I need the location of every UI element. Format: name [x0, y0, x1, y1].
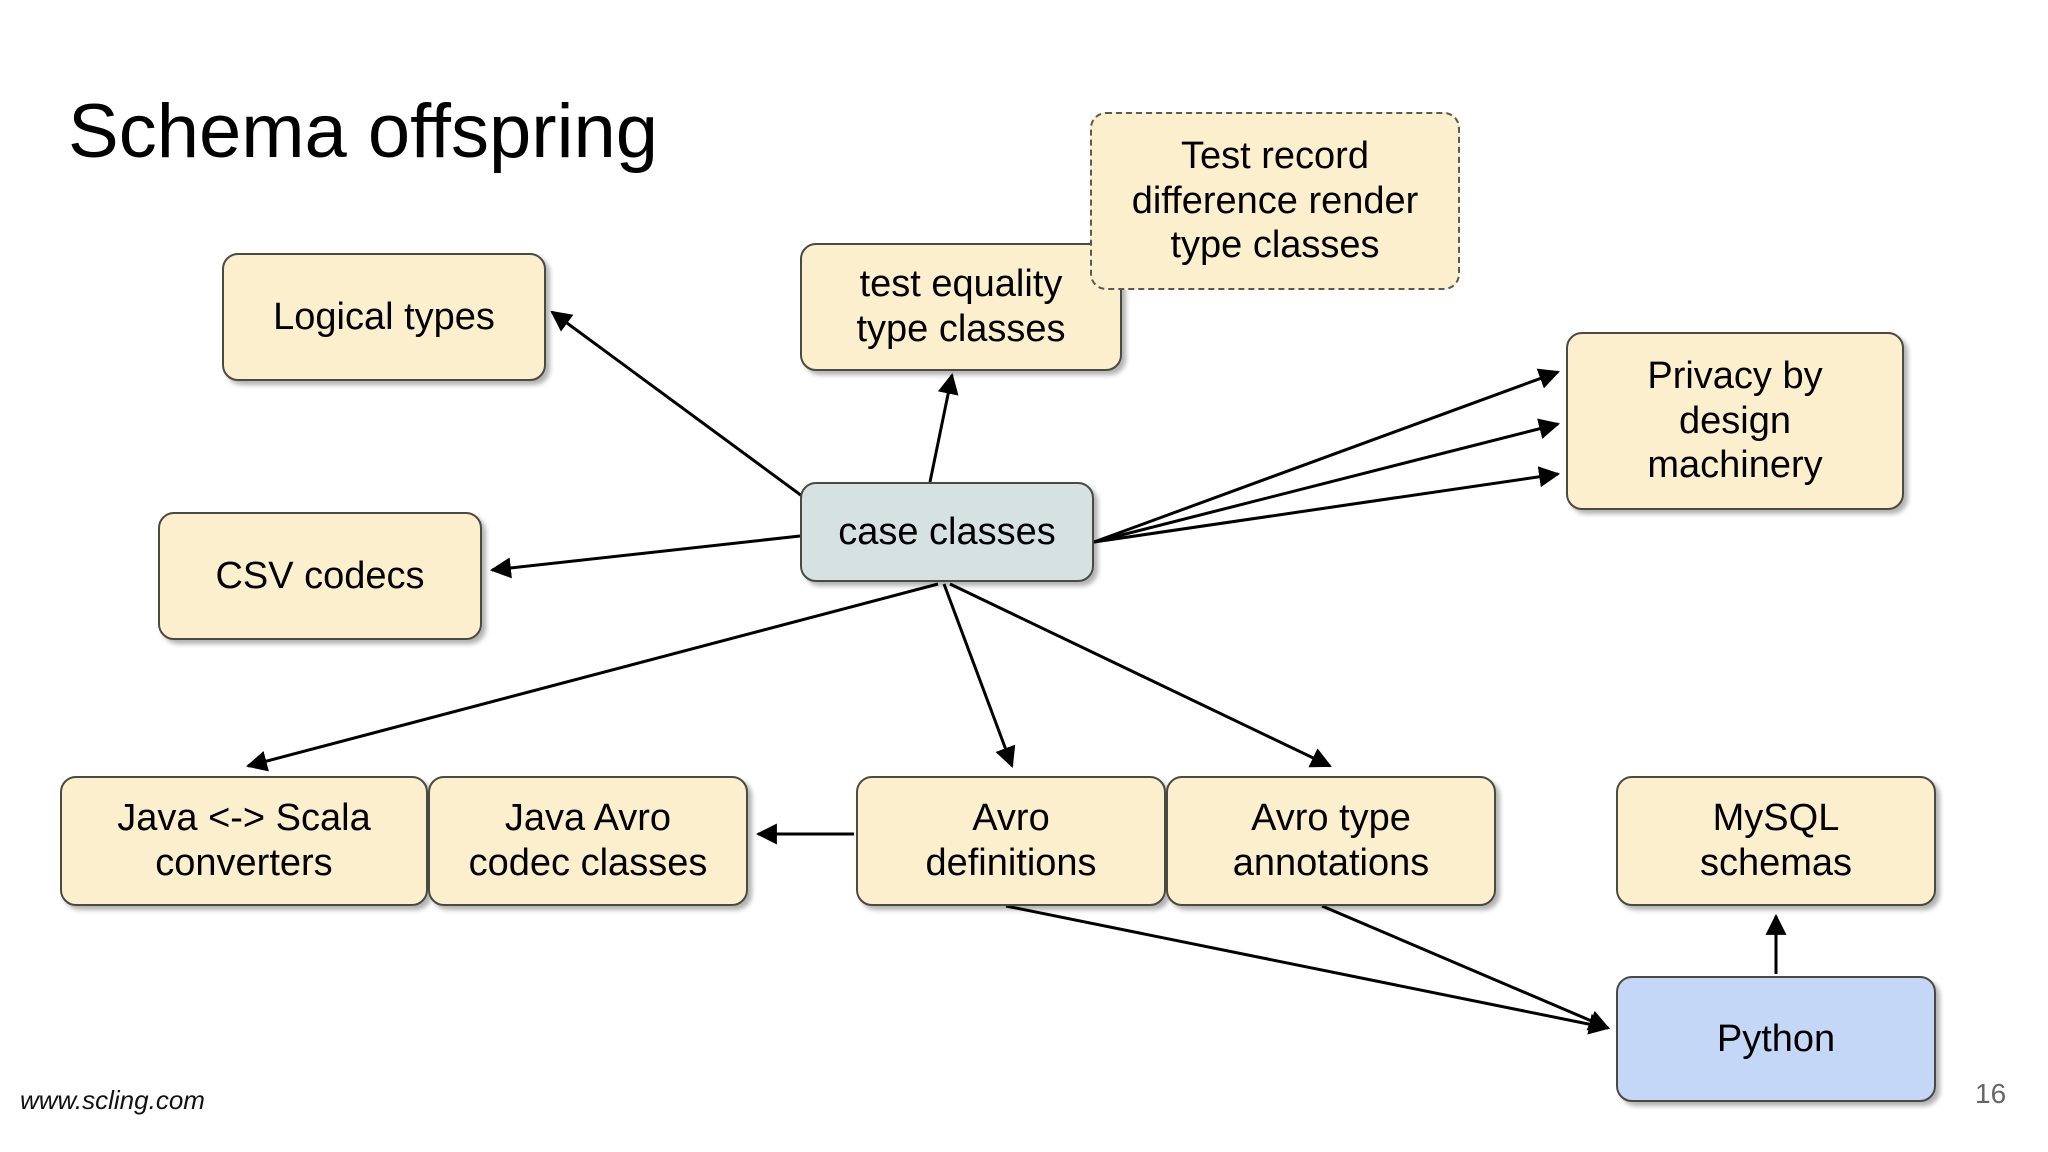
- node-label: case classes: [838, 510, 1056, 553]
- node-label: MySQL schemas: [1699, 797, 1853, 884]
- node-label: Logical types: [273, 295, 495, 338]
- node-label: Java <-> Scala converters: [117, 797, 371, 884]
- node-test-equality[interactable]: test equality type classes: [800, 243, 1122, 371]
- node-label: test equality type classes: [856, 263, 1066, 350]
- node-avro-type-annot[interactable]: Avro type annotations: [1166, 776, 1496, 906]
- edge-case-classes-to-privacy-by-design: [1093, 418, 1561, 544]
- node-label: Privacy by design machinery: [1647, 354, 1823, 487]
- edge-case-classes-to-avro-definitions: [942, 583, 1016, 768]
- node-mysql-schemas[interactable]: MySQL schemas: [1616, 776, 1936, 906]
- node-label: Avro type annotations: [1232, 797, 1430, 884]
- edge-case-classes-to-privacy-by-design: [1093, 368, 1560, 544]
- node-csv-codecs[interactable]: CSV codecs: [158, 512, 482, 640]
- edge-case-classes-to-privacy-by-design: [1093, 466, 1561, 544]
- node-python[interactable]: Python: [1616, 976, 1936, 1102]
- node-logical-types[interactable]: Logical types: [222, 253, 546, 381]
- node-label: Test record difference render type class…: [1131, 134, 1419, 267]
- page-title: Schema offspring: [68, 89, 659, 174]
- node-java-avro-codec[interactable]: Java Avro codec classes: [428, 776, 748, 906]
- node-case-classes[interactable]: case classes: [800, 482, 1094, 582]
- node-label: Java Avro codec classes: [468, 797, 708, 884]
- node-privacy-by-design[interactable]: Privacy by design machinery: [1566, 332, 1904, 510]
- node-label: CSV codecs: [215, 554, 425, 597]
- node-label: Python: [1716, 1017, 1836, 1060]
- footer-url: www.scling.com: [20, 1085, 205, 1115]
- node-java-scala-conv[interactable]: Java <-> Scala converters: [60, 776, 428, 906]
- edge-case-classes-to-avro-type-annot: [949, 582, 1332, 768]
- edge-case-classes-to-csv-codecs: [489, 534, 801, 579]
- node-label: Avro definitions: [925, 797, 1097, 884]
- edge-case-classes-to-test-equality: [928, 372, 959, 483]
- edge-case-classes-to-logical-types: [550, 310, 803, 498]
- node-avro-definitions[interactable]: Avro definitions: [856, 776, 1166, 906]
- edge-avro-type-annot-to-python: [1321, 904, 1610, 1031]
- node-test-record-diff[interactable]: Test record difference render type class…: [1090, 112, 1460, 290]
- slide-number: 16: [1975, 1078, 2007, 1109]
- edge-avro-definitions-to-python: [1005, 904, 1611, 1035]
